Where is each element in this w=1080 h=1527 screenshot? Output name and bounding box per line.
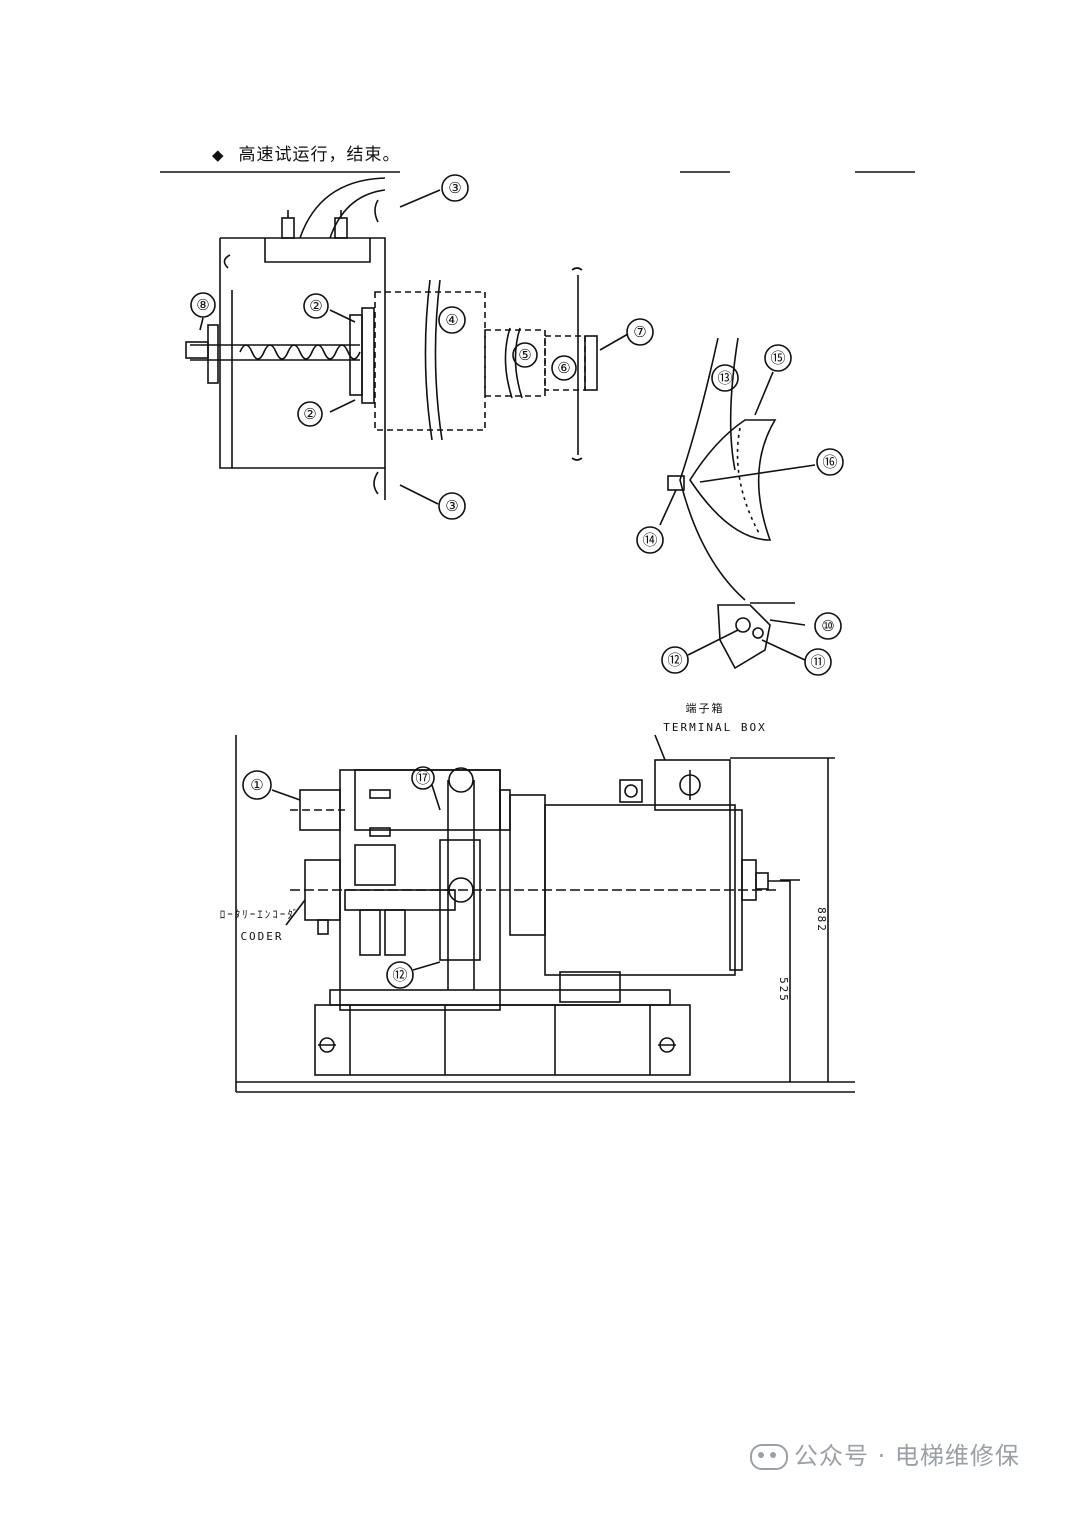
watermark: 公众号 · 电梯维修保 — [750, 1436, 1020, 1471]
callout-1: ① — [250, 776, 263, 794]
diamond-bullet-icon: ◆ — [212, 146, 225, 164]
terminal-box-label: TERMINAL BOX — [663, 721, 766, 734]
callout-6: ⑥ — [557, 359, 570, 377]
callout-12-right: ⑫ — [667, 651, 682, 669]
watermark-text: 公众号 · 电梯维修保 — [794, 1442, 1020, 1470]
callout-5: ⑤ — [518, 346, 531, 364]
brake-shoe-drawing — [636, 337, 844, 676]
callout-2-upper: ② — [309, 297, 322, 315]
callout-2-lower: ② — [303, 405, 316, 423]
bullet-line: ◆ 高速试运行，结束。 — [212, 140, 401, 165]
callout-10: ⑩ — [821, 617, 834, 635]
callout-14: ⑭ — [642, 531, 657, 549]
dimension-882: 882 — [815, 907, 828, 933]
brake-assembly-drawing — [185, 174, 654, 520]
callout-12-bottom: ⑫ — [392, 966, 407, 984]
callout-15: ⑮ — [770, 349, 785, 367]
encoder-label-jp: ﾛｰﾀﾘｰｴﾝｺｰﾀﾞ — [220, 908, 301, 921]
dimension-525: 525 — [777, 977, 790, 1003]
traction-machine-drawing — [235, 734, 855, 1093]
callout-7: ⑦ — [633, 323, 646, 341]
callout-13: ⑬ — [717, 369, 732, 387]
callout-17: ⑰ — [415, 769, 430, 787]
wechat-icon — [750, 1444, 788, 1470]
encoder-label: CODER — [240, 930, 283, 943]
callout-3-top: ③ — [448, 179, 461, 197]
callout-8: ⑧ — [196, 296, 209, 314]
callout-11: ⑪ — [810, 653, 825, 671]
callout-3-bottom: ③ — [445, 497, 458, 515]
callout-4: ④ — [445, 311, 458, 329]
bullet-text: 高速试运行，结束。 — [238, 145, 401, 165]
callout-16: ⑯ — [822, 453, 837, 471]
terminal-box-label-jp: 端子箱 — [686, 701, 725, 715]
